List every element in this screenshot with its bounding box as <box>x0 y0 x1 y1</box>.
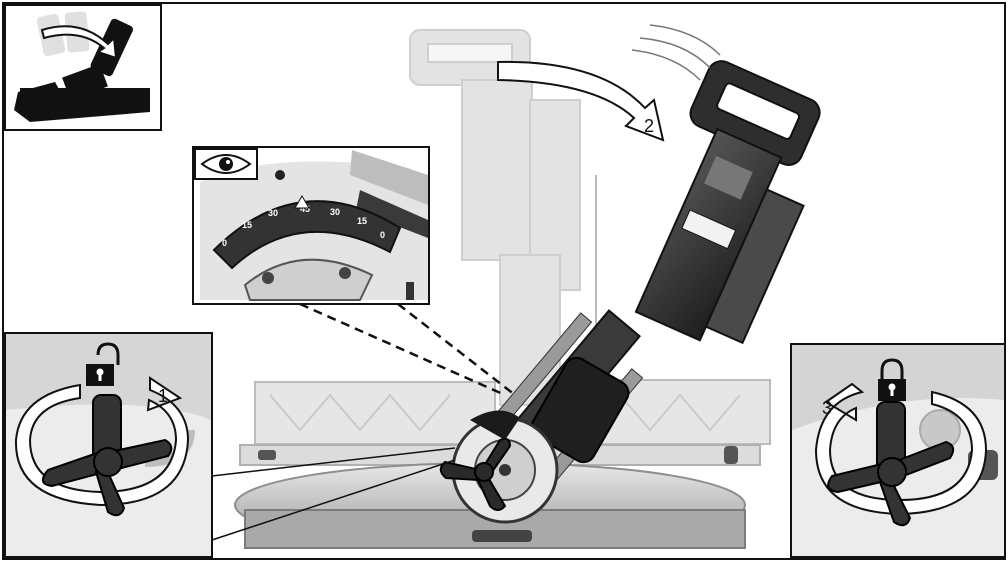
scale-tick-label: 15 <box>357 216 367 226</box>
bevel-scale-ticks: 0 15 30 45 30 15 0 <box>222 204 385 248</box>
callout-line <box>211 447 456 477</box>
unlock-inset: 1 <box>4 332 456 558</box>
scale-tick-label: 0 <box>222 238 227 248</box>
scale-tick-label: 0 <box>380 230 385 240</box>
lock-inset: 3 <box>790 343 1006 558</box>
eye-icon <box>194 148 258 180</box>
scale-pointer <box>294 195 310 209</box>
miter-saw-illustration <box>234 29 821 549</box>
scale-tick-label: 30 <box>268 208 278 218</box>
callout-line <box>211 459 456 541</box>
motion-lines <box>631 24 721 81</box>
step-3-label: 3 <box>822 398 832 418</box>
thumbnail-tilt-preview <box>4 4 162 131</box>
unlock-rotation-arrow <box>14 376 190 507</box>
padlock-closed-icon <box>878 358 906 401</box>
scale-tick-label: 30 <box>330 207 340 217</box>
step-2-label: 2 <box>644 116 654 136</box>
view-callout-lines <box>299 302 516 397</box>
tilt-arrow: 2 <box>497 60 665 142</box>
step-1-label: 1 <box>158 386 168 406</box>
scale-tick-label: 15 <box>242 220 252 230</box>
scale-tick-label: 45 <box>300 204 310 214</box>
tilted-saw-head <box>451 60 821 524</box>
bevel-dial <box>212 200 402 270</box>
lock-rotation-arrow <box>814 382 988 516</box>
padlock-open-icon <box>86 342 120 386</box>
bevel-scale-inset: 0 15 30 45 30 15 0 <box>192 146 430 305</box>
bevel-lock-knob <box>439 437 512 511</box>
